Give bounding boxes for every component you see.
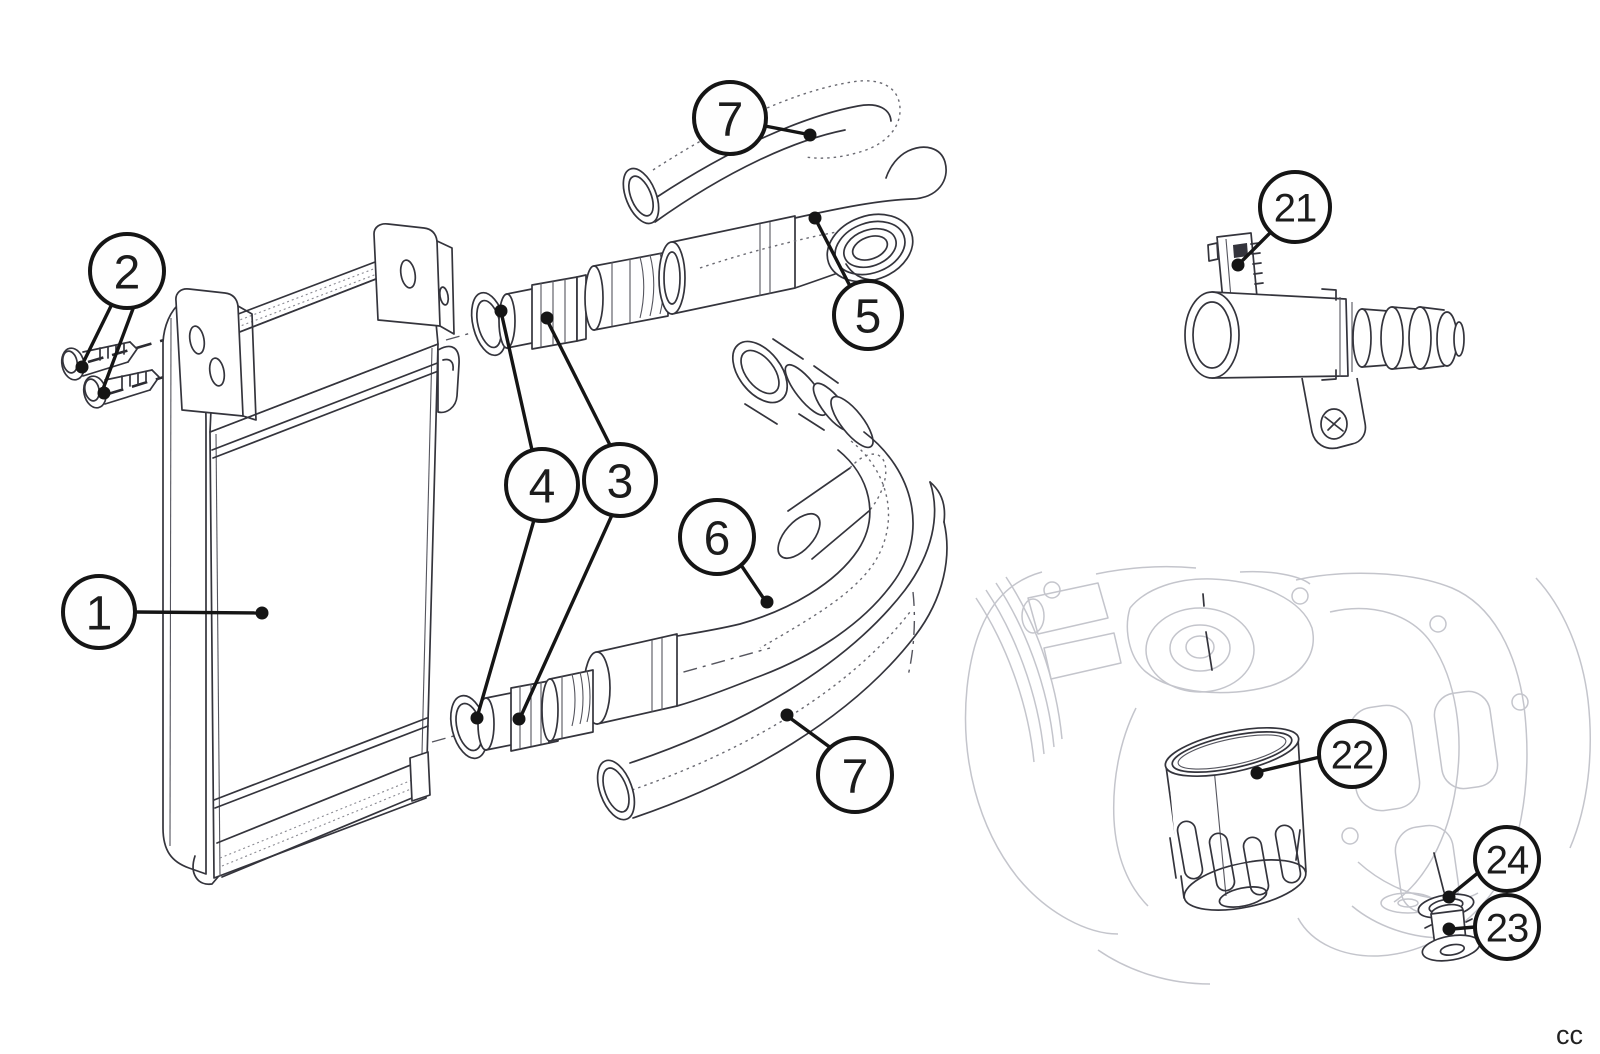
oil-filter-drawing	[1164, 727, 1307, 911]
oil-hose-7-lower-drawing	[596, 481, 948, 821]
callout-1[interactable]: 1	[61, 574, 137, 650]
callout-22-circle[interactable]	[1317, 719, 1387, 789]
callout-7-lower[interactable]: 7	[816, 736, 894, 814]
callout-7-upper[interactable]: 7	[692, 80, 768, 156]
callout-5-label: 5	[855, 290, 882, 343]
leader-lines	[75, 124, 1481, 936]
oil-hose-5-drawing	[658, 146, 947, 315]
callout-2-label: 2	[114, 246, 141, 299]
lower-fitting-chain-drawing	[449, 669, 594, 760]
oil-cooler-drawing	[162, 223, 460, 885]
callout-21-circle[interactable]	[1258, 170, 1332, 244]
callout-22[interactable]: 22	[1317, 719, 1387, 789]
callout-7-upper-label: 7	[717, 93, 744, 146]
callout-3-circle[interactable]	[582, 442, 658, 518]
callout-4-circle[interactable]	[504, 447, 580, 523]
callout-23-label: 23	[1486, 906, 1529, 950]
callout-2[interactable]: 2	[88, 232, 166, 310]
callout-22-label: 22	[1331, 733, 1374, 777]
callout-3-label: 3	[607, 455, 634, 508]
callout-7-lower-circle[interactable]	[816, 736, 894, 814]
solenoid-valve-drawing	[1184, 232, 1465, 450]
callout-6[interactable]: 6	[678, 498, 756, 576]
upper-fitting-chain-drawing	[470, 251, 669, 357]
callout-2-circle[interactable]	[88, 232, 166, 310]
callout-5-circle[interactable]	[832, 279, 904, 351]
callout-4[interactable]: 4	[504, 447, 580, 523]
callout-7-upper-circle[interactable]	[692, 80, 768, 156]
callout-1-circle[interactable]	[61, 574, 137, 650]
callout-21-label: 21	[1274, 186, 1317, 230]
callout-3[interactable]: 3	[582, 442, 658, 518]
callout-24-circle[interactable]	[1473, 825, 1541, 893]
oil-hose-7-upper-drawing	[622, 80, 901, 225]
callout-1-label: 1	[86, 587, 113, 640]
watermark: cc	[1556, 1020, 1583, 1050]
engine-block-faded-drawing	[964, 565, 1591, 985]
callout-6-label: 6	[704, 512, 731, 565]
callout-24[interactable]: 24	[1473, 825, 1541, 893]
callout-23[interactable]: 23	[1473, 893, 1541, 961]
callout-21[interactable]: 21	[1258, 170, 1332, 244]
callout-24-label: 24	[1486, 838, 1529, 882]
drain-plug-drawing	[1421, 903, 1481, 962]
callout-7-lower-label: 7	[842, 750, 869, 803]
callout-23-circle[interactable]	[1473, 893, 1541, 961]
callout-5[interactable]: 5	[832, 279, 904, 351]
callout-4-label: 4	[529, 460, 556, 513]
oil-hose-6-drawing	[583, 338, 914, 725]
callout-6-circle[interactable]	[678, 498, 756, 576]
